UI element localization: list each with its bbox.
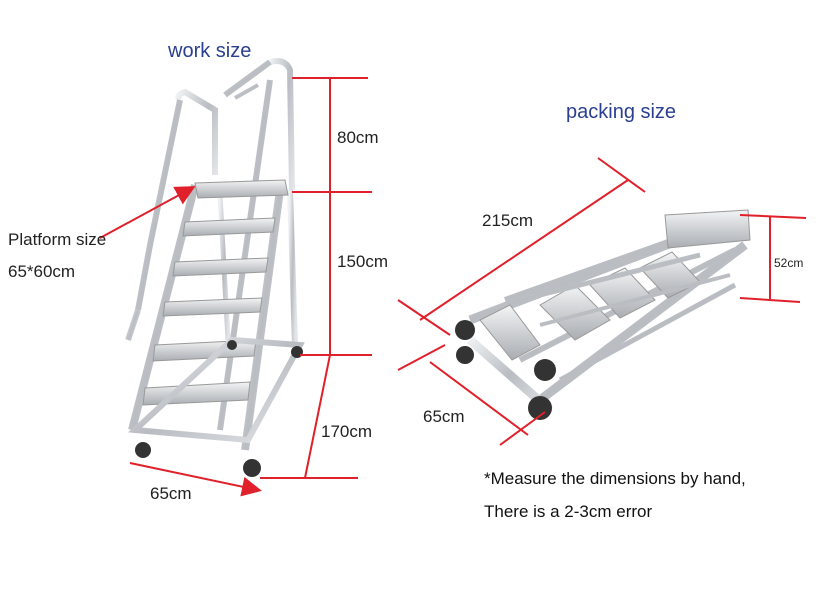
work-size-title: work size <box>168 40 252 62</box>
measurement-note-line1: *Measure the dimensions by hand, <box>484 469 746 488</box>
dimension-packing-height: 52cm <box>774 256 804 270</box>
folded-ladder-illustration <box>455 209 751 420</box>
dimension-platform-height: 150cm <box>337 252 389 271</box>
dimension-top-height: 80cm <box>337 128 379 147</box>
packing-size-title: packing size <box>566 101 677 123</box>
packing-size-dimension-lines <box>397 157 807 446</box>
dimension-base-length: 170cm <box>321 422 373 441</box>
dimension-packing-length: 215cm <box>482 211 534 230</box>
dimension-packing-width: 65cm <box>423 407 465 426</box>
dimension-work-width: 65cm <box>150 484 192 503</box>
measurement-note-line2: There is a 2-3cm error <box>484 502 653 521</box>
platform-size-value: 65*60cm <box>8 262 76 281</box>
work-size-dimension-lines <box>99 77 372 497</box>
platform-size-label: Platform size <box>8 230 107 249</box>
rolling-ladder-illustration <box>125 58 305 477</box>
